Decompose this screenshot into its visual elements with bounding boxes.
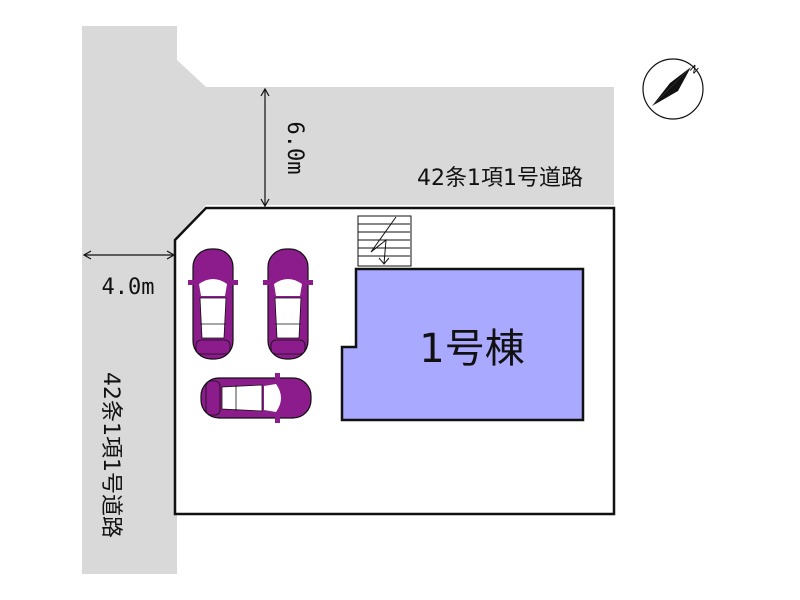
top-road-width-label: 6.0m <box>282 122 307 175</box>
left-road-label: 42条1項1号道路 <box>98 372 123 538</box>
entrance-symbol <box>357 215 412 267</box>
top-road-label: 42条1項1号道路 <box>417 166 583 191</box>
left-road-dimension <box>82 250 176 260</box>
north-compass-icon: N <box>642 58 704 120</box>
road-area <box>82 26 614 574</box>
car-parking-3 <box>200 373 312 423</box>
car-parking-1 <box>188 248 238 360</box>
building-label: 1号棟 <box>419 326 524 372</box>
left-road-width-label: 4.0m <box>102 275 155 300</box>
car-parking-2 <box>263 248 313 360</box>
building-1 <box>340 267 585 422</box>
top-road-dimension <box>260 87 270 208</box>
